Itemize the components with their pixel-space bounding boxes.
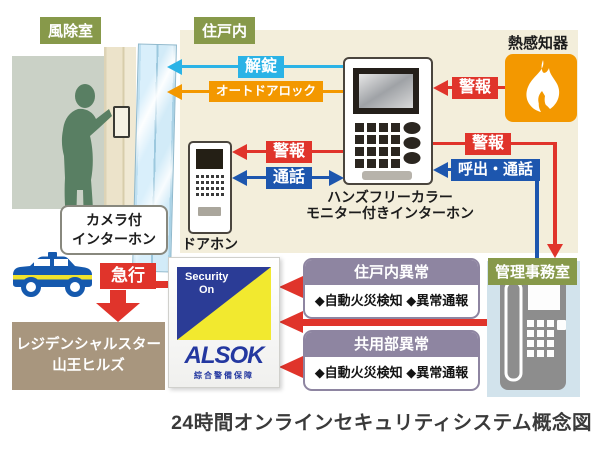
rush-label: 急行 [100, 263, 156, 289]
alarm-office-arrowhead [547, 244, 563, 258]
camera-intercom-label: カメラ付 インターホン [60, 205, 168, 255]
heat-detector-label: 熱感知器 [507, 35, 568, 52]
autolock-arrowhead [167, 84, 182, 100]
alarm-to-doorphone-label: 警報 [266, 141, 313, 163]
doorphone-device [188, 141, 232, 234]
doorphone-screen [196, 149, 223, 169]
dwelling-alert-title: 住戸内異常 [305, 260, 478, 285]
talk-arrowhead-left [232, 170, 247, 186]
visitor-silhouette [61, 84, 112, 228]
alsok-logo [177, 267, 271, 340]
door-camera-unit [113, 106, 130, 138]
alarm-heat-arrowhead [433, 80, 448, 96]
alarm-doorphone-arrowhead [232, 144, 247, 160]
auto-door-lock-signal-label: オートドアロック [209, 81, 324, 102]
alarm-to-office-label: 警報 [465, 133, 512, 155]
intercom-screen [359, 74, 413, 108]
intercom-speaker-bar [362, 171, 412, 180]
diagram-caption: 24時間オンラインセキュリティシステム概念図 [171, 412, 592, 434]
call-talk-arrowhead [433, 162, 448, 178]
dwelling-alert-box: 住戸内異常 ◆自動火災検知 ◆異常通報 [303, 258, 480, 319]
alarm-office-line-v [553, 142, 557, 244]
management-office-label: 管理事務室 [488, 258, 578, 285]
heat-detector-icon [505, 54, 577, 122]
office-report-line [303, 319, 487, 326]
doorphone-button [198, 207, 221, 216]
unlock-signal-label: 解錠 [238, 56, 285, 78]
handsfree-intercom-label: ハンズフリーカラー モニター付きインターホン [306, 189, 474, 222]
alsok-card: Security On ALSOK 綜合警備保障 [168, 257, 280, 388]
common-alert-box: 共用部異常 ◆自動火災検知 ◆異常通報 [303, 330, 480, 391]
alarm-from-heat-label: 警報 [452, 77, 499, 99]
building-name-box: レジデンシャルスター 山王ヒルズ [12, 322, 165, 390]
unlock-arrowhead [167, 59, 182, 75]
flame-icon [526, 60, 560, 112]
dispatch-arrow-shaft [110, 290, 126, 304]
dispatch-arrowhead [96, 303, 140, 322]
security-car-icon [13, 252, 92, 297]
office-phone-icon [500, 272, 566, 390]
camera-intercom-label-line2: インターホン [72, 230, 156, 247]
common-alert-arrowhead [279, 356, 303, 378]
doorphone-label: ドアホン [182, 236, 238, 252]
rush-connector [155, 281, 168, 288]
security-on-text: Security On [185, 271, 229, 296]
talk-arrowhead-right [329, 170, 344, 186]
office-report-arrowhead [279, 311, 303, 333]
common-alert-detail: ◆自動火災検知 ◆異常通報 [314, 365, 469, 380]
call-talk-line-v [535, 168, 539, 261]
alsok-subtitle: 綜合警備保障 [194, 371, 254, 380]
handsfree-intercom-device [343, 57, 433, 185]
camera-intercom-label-line1: カメラ付 [86, 212, 142, 228]
windbreak-room-label: 風除室 [40, 17, 102, 44]
dwelling-alert-detail: ◆自動火災検知 ◆異常通報 [314, 293, 469, 308]
dwelling-alert-arrowhead [279, 276, 303, 298]
alsok-brand: ALSOK [184, 342, 265, 369]
doorphone-keys [196, 175, 224, 196]
inside-dwelling-label: 住戸内 [194, 17, 256, 44]
intercom-keypad [355, 122, 421, 168]
call-talk-signal-label: 呼出・通話 [451, 159, 541, 181]
talk-signal-label: 通話 [266, 167, 313, 189]
common-alert-title: 共用部異常 [305, 332, 478, 357]
